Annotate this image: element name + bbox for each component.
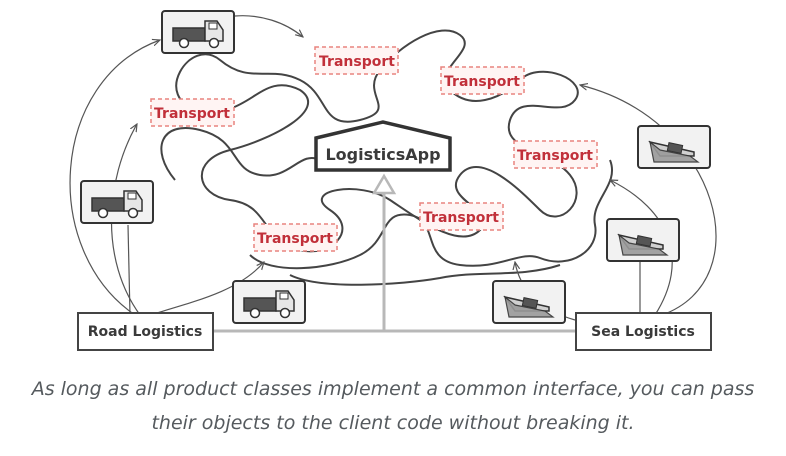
tangled-connection-lines-2 <box>249 159 613 270</box>
road-curve-inner <box>149 262 264 316</box>
tangled-connection-lines-4 <box>289 264 561 286</box>
logistics-app-node: LogisticsApp <box>314 120 452 172</box>
inheritance-arrowhead <box>371 173 397 195</box>
svg-text:Transport: Transport <box>517 148 593 164</box>
caption-line: their objects to the client code without… <box>151 412 635 434</box>
svg-text:LogisticsApp: LogisticsApp <box>325 145 440 164</box>
transport-label: Transport <box>440 66 525 95</box>
ship-icon <box>637 125 711 169</box>
inheritance-line <box>214 193 575 333</box>
svg-text:Transport: Transport <box>423 210 499 226</box>
tangled-connection-lines-3 <box>160 127 321 181</box>
road-curve-top <box>234 15 303 37</box>
transport-label: Transport <box>150 98 235 127</box>
svg-text:Sea Logistics: Sea Logistics <box>591 324 695 340</box>
truck-icon <box>161 10 235 54</box>
caption-line: As long as all product classes implement… <box>31 378 755 400</box>
road-logistics-node: Road Logistics <box>77 312 214 351</box>
factory-method-diagram: Transport Transport Transport Transport … <box>69 10 717 351</box>
figure-caption: As long as all product classes implement… <box>0 372 786 440</box>
truck-icon <box>232 280 306 324</box>
truck-icon <box>80 180 154 224</box>
svg-text:Transport: Transport <box>444 74 520 90</box>
transport-label: Transport <box>419 202 504 231</box>
transport-label: Transport <box>314 46 399 75</box>
creator-connector-left <box>127 224 131 316</box>
svg-text:Road Logistics: Road Logistics <box>88 324 203 340</box>
ship-icon <box>492 280 566 324</box>
ship-icon <box>606 218 680 262</box>
svg-text:Transport: Transport <box>319 54 395 70</box>
transport-label: Transport <box>513 140 598 169</box>
svg-text:Transport: Transport <box>154 106 230 122</box>
transport-label: Transport <box>253 223 338 252</box>
road-curve-outer <box>69 40 160 316</box>
sea-logistics-node: Sea Logistics <box>575 312 712 351</box>
sea-curve-outer <box>580 85 717 316</box>
svg-text:Transport: Transport <box>257 231 333 247</box>
